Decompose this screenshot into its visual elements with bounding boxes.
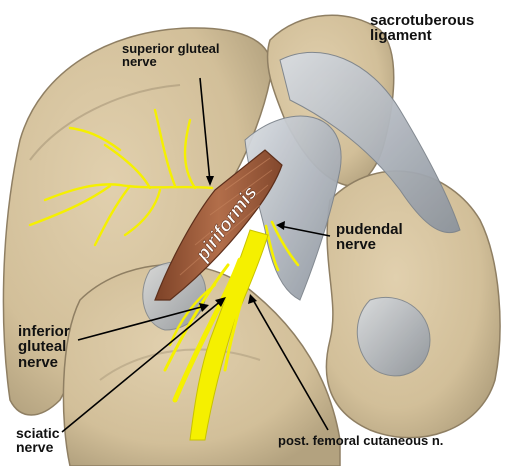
sacrospinous-ligament: [245, 116, 341, 300]
ischium-bone: [326, 171, 500, 438]
label-sciatic-nerve: sciatic nerve: [16, 426, 60, 455]
label-sacrotuberous-ligament: sacrotuberous ligament: [370, 13, 474, 44]
label-superior-gluteal-nerve: superior gluteal nerve: [122, 42, 220, 69]
label-pudendal-nerve: pudendal nerve: [336, 222, 403, 253]
label-post-femoral-cutaneous: post. femoral cutaneous n.: [278, 434, 443, 447]
label-inferior-gluteal-nerve: inferior gluteal nerve: [18, 324, 70, 370]
